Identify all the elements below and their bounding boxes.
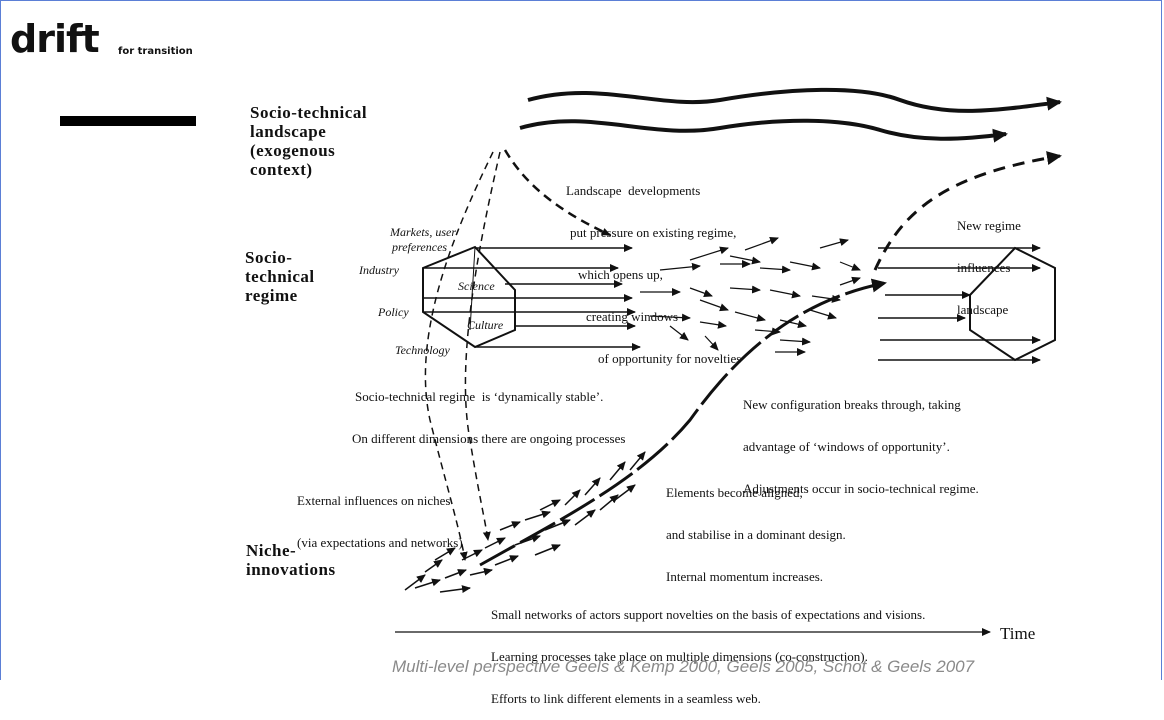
annotation-line: influences [957, 260, 1011, 275]
level-label-line: Socio-technical [250, 103, 368, 122]
annotation-line: Efforts to link different elements in a … [491, 691, 761, 706]
annotation-line: Landscape developments [566, 183, 701, 198]
level-label-line: technical [245, 267, 315, 286]
dimension-markets: Markets, user [390, 225, 456, 239]
slide-caption: Multi-level perspective Geels & Kemp 200… [392, 657, 975, 676]
time-axis-label: Time [1000, 624, 1036, 643]
annotation-elements-aligned: Elements become aligned, and stabilise i… [666, 458, 846, 598]
annotation-line: creating windows [586, 309, 679, 324]
level-label-landscape: Socio-technical landscape (exogenous con… [250, 103, 367, 179]
landscape-dashed-to-niche-right [464, 151, 501, 541]
landscape-dashed-to-regime [503, 149, 611, 237]
annotation-line: Internal momentum increases. [666, 569, 824, 584]
dimension-preferences: preferences [392, 240, 448, 254]
regime-arrows-left [423, 244, 641, 351]
landscape-dashed-up [873, 151, 1062, 271]
annotation-landscape-developments: Landscape developments put pressure on e… [566, 156, 741, 380]
logo-divider-bar [60, 116, 196, 126]
level-label-line: context) [250, 160, 313, 179]
level-label-line: (exogenous [250, 141, 336, 160]
level-label-line: Socio- [245, 248, 293, 267]
annotation-line: advantage of ‘windows of opportunity’. [743, 439, 950, 454]
mlp-diagram [395, 87, 1062, 636]
annotation-new-regime: New regime influences landscape [957, 191, 1021, 331]
annotation-line: which opens up, [578, 267, 663, 282]
annotation-line: landscape [957, 302, 1009, 317]
annotation-line: New regime [957, 218, 1021, 233]
regime-arrows-right [878, 244, 1041, 364]
annotation-line: Elements become aligned, [666, 485, 803, 500]
annotation-line: On different dimensions there are ongoin… [352, 431, 626, 446]
annotation-line: put pressure on existing regime, [570, 225, 737, 240]
annotation-line: Socio-technical regime is ‘dynamically s… [355, 389, 604, 404]
annotation-line: Adjustments occur in socio-technical reg… [743, 481, 979, 496]
annotation-line: New configuration breaks through, taking [743, 397, 961, 412]
annotation-line: Small networks of actors support novelti… [491, 607, 926, 622]
annotation-line: of opportunity for novelties [598, 351, 742, 366]
annotation-line: External influences on niches [297, 493, 451, 508]
annotation-line: (via expectations and networks) [297, 535, 463, 550]
drift-logo: drift [10, 17, 100, 61]
logo-tagline: for transition [118, 46, 193, 57]
annotation-dynamically-stable: Socio-technical regime is ‘dynamically s… [352, 362, 625, 460]
level-label-niche: Niche- innovations [246, 541, 336, 579]
level-label-line: regime [245, 286, 298, 305]
annotation-line: Learning processes take place on multipl… [491, 649, 868, 664]
dimension-industry: Industry [359, 263, 399, 277]
dimension-technology: Technology [395, 343, 450, 357]
annotation-small-networks: Small networks of actors support novelti… [491, 580, 925, 720]
dimension-science: Science [458, 279, 495, 293]
slide-frame [0, 0, 1162, 680]
dimension-policy: Policy [378, 305, 409, 319]
regime-scatter-arrows [640, 236, 861, 356]
landscape-wave-top [527, 87, 1062, 113]
annotation-line: and stabilise in a dominant design. [666, 527, 846, 542]
dimension-culture: Culture [467, 318, 504, 332]
level-label-line: Niche- [246, 541, 297, 560]
breakthrough-trajectory [479, 278, 887, 567]
annotation-breakthrough: New configuration breaks through, taking… [743, 370, 979, 510]
level-label-line: landscape [250, 122, 327, 141]
landscape-wave-bottom [519, 118, 1008, 143]
level-label-regime: Socio- technical regime [245, 248, 315, 305]
annotation-external-influences: External influences on niches (via expec… [297, 466, 463, 564]
niche-scatter-arrows [404, 451, 646, 594]
level-label-line: innovations [246, 560, 336, 579]
